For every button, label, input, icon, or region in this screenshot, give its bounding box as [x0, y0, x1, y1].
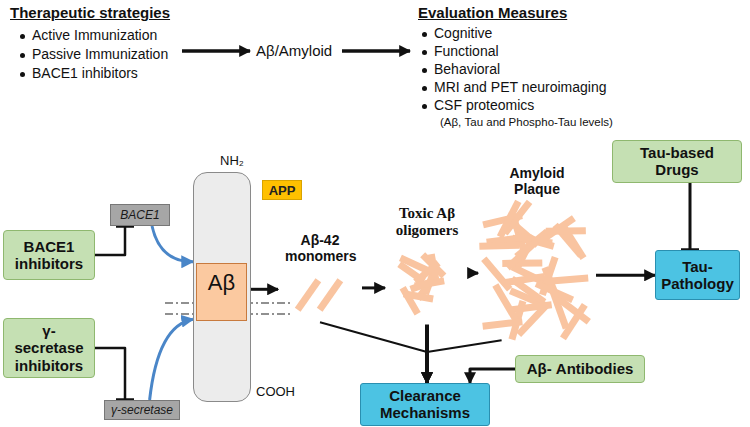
box-text: γ-secretase — [111, 403, 173, 417]
arrow-connector — [469, 272, 478, 275]
drug-box: Tau-based Drugs — [612, 140, 742, 183]
inhibition-connector — [95, 226, 125, 255]
arrow-connector — [362, 286, 385, 289]
amyloid-bar — [535, 281, 574, 304]
enzyme-box: γ-secretase — [104, 400, 180, 420]
arrow-connector — [470, 369, 515, 383]
list-item: Behavioral — [434, 61, 500, 77]
list-item: (Aβ, Tau and Phospho-Tau levels) — [440, 116, 613, 128]
amyloid-bar — [317, 278, 343, 312]
box-text: Tau-Pathology — [660, 258, 735, 293]
list-item: Active Immunization — [32, 27, 157, 43]
arrow-connector — [596, 274, 655, 277]
box-text: Aβ- Antibodies — [527, 360, 634, 377]
protein-tag: APP — [262, 180, 302, 200]
amyloid-bars — [478, 200, 596, 340]
bullet-dot — [422, 86, 427, 91]
box-text: APP — [269, 183, 296, 198]
list-item: BACE1 inhibitors — [32, 65, 138, 81]
bullet-dot — [422, 32, 427, 37]
figure-heading: Toxic Aβ oligomers — [387, 205, 467, 240]
bullet-dot — [422, 68, 427, 73]
arrow-connector — [150, 319, 193, 400]
amyloid-bars — [278, 267, 362, 322]
drug-box: Aβ- Antibodies — [515, 355, 645, 383]
list-item: Cognitive — [434, 25, 492, 41]
list-item: Passive Immunization — [32, 46, 168, 62]
plaque-figure: Amyloid Plaque — [478, 165, 596, 340]
amyloid-bar — [414, 277, 445, 289]
box-text: Tau-based Drugs — [617, 144, 737, 179]
outcome-box: Clearance Mechanisms — [360, 383, 490, 426]
figure-heading: Aβ-42 monomers — [285, 232, 355, 264]
box-text: Clearance Mechanisms — [365, 387, 485, 422]
amyloid-bar — [481, 257, 512, 292]
amyloid-bar — [400, 285, 421, 314]
drug-box: γ-secretase inhibitors — [3, 318, 95, 378]
figure-heading: Amyloid Plaque — [501, 165, 573, 197]
box-text: γ-secretase inhibitors — [8, 322, 90, 374]
monomer-figure: Aβ-42 monomers — [278, 232, 362, 322]
inhibition-connector — [95, 348, 125, 400]
flow-arrow — [342, 49, 410, 53]
amyloid-bar — [479, 242, 519, 250]
box-text: BACE1 inhibitors — [8, 238, 90, 273]
arrow-connector — [152, 226, 193, 262]
amyloid-bar — [295, 278, 321, 312]
bullet-dot — [20, 34, 25, 39]
inhibition-connector — [689, 183, 692, 251]
amyloid-bars — [385, 243, 469, 325]
section-heading: Therapeutic strategies — [10, 4, 170, 21]
outcome-box: Tau-Pathology — [655, 250, 740, 300]
amyloid-bar — [497, 200, 522, 239]
list-item: Functional — [434, 43, 499, 59]
list-item: MRI and PET neuroimaging — [434, 79, 607, 95]
flow-arrow — [182, 49, 250, 53]
drug-box: BACE1 inhibitors — [3, 230, 95, 280]
list-item: CSF proteomics — [434, 97, 534, 113]
bullet-dot — [422, 104, 427, 109]
app-protein: NH₂COOHAβ — [193, 172, 251, 402]
arrow-connector — [427, 340, 502, 383]
arrow-connector — [251, 288, 278, 291]
bullet-dot — [20, 53, 25, 58]
terminus-label: COOH — [256, 384, 295, 399]
oligomer-figure: Toxic Aβ oligomers — [385, 205, 469, 325]
amyloid-bar — [548, 275, 588, 285]
enzyme-box: BACE1 — [110, 204, 170, 226]
arrow-connector — [320, 322, 427, 383]
box-text: Aβ — [208, 270, 235, 296]
amyloid-bar — [482, 318, 523, 330]
bullet-dot — [422, 50, 427, 55]
amyloid-bar — [403, 290, 434, 302]
amyloid-bar — [546, 227, 586, 235]
abeta-domain: Aβ — [196, 263, 247, 321]
list-item: Aβ/Amyloid — [256, 42, 332, 59]
amyloid-bar — [399, 254, 429, 273]
section-heading: Evaluation Measures — [418, 4, 567, 21]
terminus-label: NH₂ — [220, 153, 244, 168]
bullet-dot — [20, 72, 25, 77]
box-text: BACE1 — [120, 208, 159, 222]
